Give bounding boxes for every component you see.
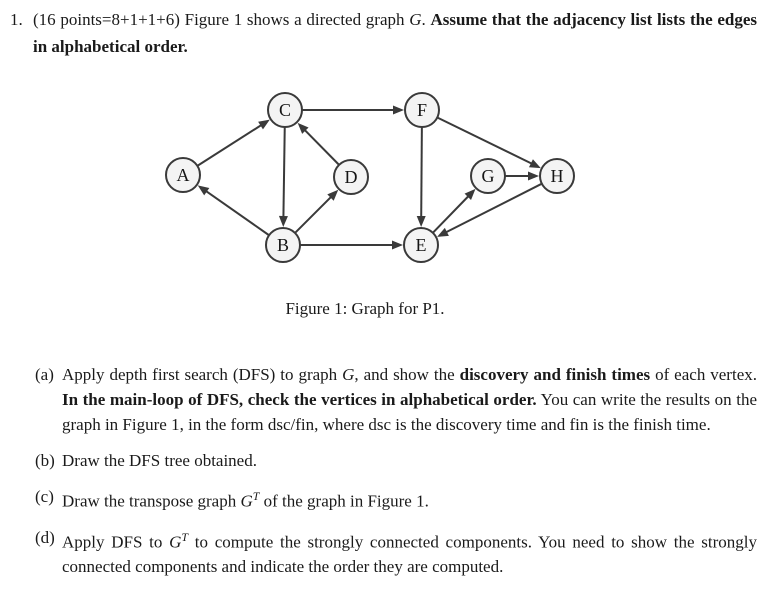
text-run: discovery and finish times bbox=[459, 365, 651, 384]
text-run: Draw the DFS tree obtained. bbox=[62, 451, 257, 470]
edge-B-D bbox=[294, 195, 333, 234]
subquestion-label: (a) bbox=[35, 365, 54, 384]
text-run: to compute the strongly connected compon… bbox=[62, 532, 757, 577]
text-run: Apply depth first search (DFS) to graph bbox=[62, 365, 343, 384]
text-run: Draw the transpose graph bbox=[62, 491, 241, 511]
figure-caption: Figure 1: Graph for P1. bbox=[285, 299, 445, 318]
text-run: T bbox=[252, 489, 260, 503]
subquestion-text: Apply depth first search (DFS) to graph … bbox=[62, 362, 757, 437]
subquestion-label: (d) bbox=[35, 527, 55, 547]
text-run: . bbox=[421, 10, 431, 29]
node-label-A: A bbox=[177, 165, 190, 185]
edge-A-C bbox=[196, 123, 263, 167]
node-C bbox=[267, 92, 303, 128]
text-run: G bbox=[169, 532, 182, 552]
edge-F-E bbox=[420, 126, 423, 219]
arrowhead-G-H bbox=[528, 171, 539, 181]
edge-E-G bbox=[432, 194, 470, 234]
problem-number: 1. bbox=[10, 10, 23, 29]
node-A bbox=[165, 157, 201, 193]
arrowhead-D-C bbox=[297, 122, 309, 134]
arrowhead-F-E bbox=[416, 215, 426, 228]
node-B bbox=[265, 227, 301, 263]
text-run: of each vertex. bbox=[650, 365, 757, 384]
arrowhead-B-D bbox=[327, 189, 339, 201]
text-run: G bbox=[342, 365, 355, 384]
node-label-G: G bbox=[482, 166, 495, 186]
text-run: , and show the bbox=[354, 365, 460, 384]
node-label-B: B bbox=[277, 235, 289, 255]
edge-H-E bbox=[444, 182, 543, 234]
subquestion-d: (d) Apply DFS to GT to compute the strong… bbox=[35, 525, 757, 580]
node-label-F: F bbox=[417, 100, 427, 120]
arrowhead-C-F bbox=[393, 105, 404, 115]
arrowhead-F-H bbox=[528, 159, 541, 169]
text-run: Assume that the adjacency list lists the… bbox=[33, 10, 758, 56]
text-run: G bbox=[240, 491, 253, 511]
text-run: (16 points=8+1+1+6) Figure 1 shows a dir… bbox=[33, 10, 410, 29]
node-label-C: C bbox=[279, 100, 291, 120]
arrowhead-E-G bbox=[464, 188, 476, 200]
arrowhead-B-A bbox=[197, 185, 210, 196]
node-E bbox=[403, 227, 439, 263]
node-D bbox=[333, 159, 369, 195]
node-label-E: E bbox=[416, 235, 427, 255]
subquestion-a: (a) Apply depth first search (DFS) to gra… bbox=[35, 362, 757, 437]
subquestion-text: Apply DFS to GT to compute the strongly … bbox=[62, 525, 757, 580]
text-run: You can write the results on the graph i… bbox=[62, 390, 757, 434]
text-run: G bbox=[409, 10, 422, 29]
node-G bbox=[470, 158, 506, 194]
directed-graph-figure: A B C D E F G H bbox=[165, 92, 575, 263]
subquestion-label: (b) bbox=[35, 451, 55, 470]
text-run: In the main-loop of DFS, check the verti… bbox=[62, 390, 537, 409]
subquestion-c: (c) Draw the transpose graph GT of the gr… bbox=[35, 484, 757, 514]
subquestions-list: (a) Apply depth first search (DFS) to gra… bbox=[35, 362, 757, 590]
arrowhead-C-B bbox=[278, 215, 288, 228]
problem-intro-text: (16 points=8+1+1+6) Figure 1 shows a dir… bbox=[33, 6, 757, 60]
edge-F-H bbox=[436, 116, 534, 166]
edge-D-C bbox=[303, 128, 340, 166]
node-F bbox=[404, 92, 440, 128]
edge-B-A bbox=[204, 189, 270, 237]
subquestion-text: Draw the transpose graph GT of the graph… bbox=[62, 484, 757, 514]
text-run: T bbox=[181, 529, 189, 544]
arrowhead-B-E bbox=[392, 240, 403, 250]
subquestion-b: (b) Draw the DFS tree obtained. bbox=[35, 448, 757, 473]
text-run: of the graph in Figure 1. bbox=[259, 491, 429, 511]
arrowhead-H-E bbox=[437, 227, 449, 237]
node-label-D: D bbox=[345, 167, 358, 187]
node-H bbox=[539, 158, 575, 194]
arrowhead-A-C bbox=[258, 119, 270, 130]
node-label-H: H bbox=[551, 166, 564, 186]
edge-C-B bbox=[282, 126, 286, 219]
subquestion-text: Draw the DFS tree obtained. bbox=[62, 448, 757, 473]
subquestion-label: (c) bbox=[35, 487, 54, 506]
problem-statement: 1. (16 points=8+1+1+6) Figure 1 shows a … bbox=[10, 6, 757, 60]
text-run: Apply DFS to bbox=[62, 532, 170, 552]
